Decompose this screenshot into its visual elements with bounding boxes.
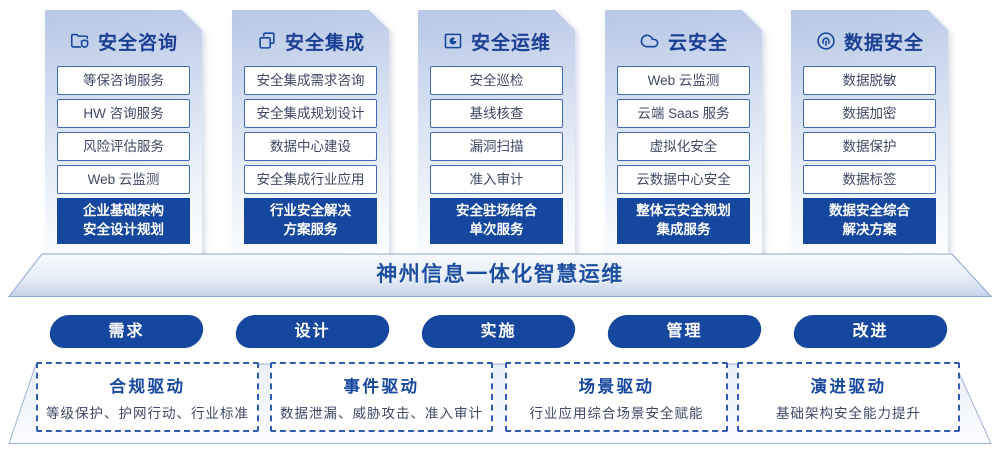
service-item: 风险评估服务: [57, 132, 190, 161]
driver-desc: 数据泄漏、威胁攻击、准入审计: [280, 406, 483, 421]
service-item: 云数据中心安全: [617, 165, 750, 194]
column-title: 安全运维: [470, 32, 551, 54]
pill-label: 需求: [108, 323, 145, 340]
column-highlight: 安全驻场结合 单次服务: [430, 198, 563, 244]
fingerprint-icon: [815, 30, 837, 52]
service-item: 漏洞扫描: [430, 132, 563, 161]
service-item: 安全集成行业应用: [244, 165, 377, 194]
service-item: 安全集成规划设计: [244, 99, 377, 128]
service-column-data-security: 数据安全 数据脱敏 数据加密 数据保护 数据标签 数据安全综合 解决方案: [791, 10, 948, 255]
highlight-line: 解决方案: [842, 221, 897, 237]
highlight-line: 单次服务: [469, 221, 524, 237]
column-highlight: 行业安全解决 方案服务: [244, 198, 377, 244]
highlight-line: 安全设计规划: [83, 221, 164, 237]
highlight-line: 方案服务: [283, 221, 338, 237]
service-column-security-integration: 安全集成 安全集成需求咨询 安全集成规划设计 数据中心建设 安全集成行业应用 行…: [232, 10, 389, 255]
service-item: HW 咨询服务: [57, 99, 190, 128]
driver-scenario: 场景驱动 行业应用综合场景安全赋能: [505, 362, 728, 432]
highlight-line: 数据安全综合: [829, 203, 910, 218]
driver-title: 事件驱动: [343, 378, 420, 396]
process-step-requirement: 需求: [47, 315, 206, 348]
cloud-icon: [639, 30, 661, 52]
driver-incident: 事件驱动 数据泄漏、威胁攻击、准入审计: [270, 362, 493, 432]
service-item: 安全集成需求咨询: [244, 66, 377, 95]
highlight-line: 整体云安全规划: [636, 203, 731, 218]
service-column-security-operations: 安全运维 安全巡检 基线核查 漏洞扫描 准入审计 安全驻场结合 单次服务: [418, 10, 575, 255]
service-item: 安全巡检: [430, 66, 563, 95]
driver-title: 演进驱动: [810, 378, 887, 396]
service-item: Web 云监测: [617, 66, 750, 95]
column-highlight: 整体云安全规划 集成服务: [617, 198, 750, 244]
highlight-line: 集成服务: [656, 221, 711, 237]
service-item: 数据标签: [803, 165, 936, 194]
service-item: 准入审计: [430, 165, 563, 194]
driver-desc: 基础架构安全能力提升: [776, 406, 921, 421]
process-step-management: 管理: [605, 315, 764, 348]
pill-label: 管理: [666, 323, 703, 340]
folder-clock-icon: [442, 30, 464, 52]
service-item: 等保咨询服务: [57, 66, 190, 95]
process-step-improvement: 改进: [791, 315, 950, 348]
pill-label: 实施: [480, 323, 517, 340]
pill-label: 设计: [294, 323, 331, 340]
banner-platform-shape: [7, 253, 993, 297]
column-header: 安全运维: [418, 10, 575, 55]
banner-title: 神州信息一体化智慧运维: [376, 263, 624, 286]
service-item: 云端 Saas 服务: [617, 99, 750, 128]
column-header: 安全集成: [232, 10, 389, 55]
process-step-design: 设计: [233, 315, 392, 348]
column-title: 安全咨询: [97, 32, 178, 54]
column-header: 云安全: [605, 10, 762, 55]
pill-label: 改进: [852, 323, 889, 340]
highlight-line: 行业安全解决: [270, 203, 351, 218]
service-item: 数据加密: [803, 99, 936, 128]
driver-compliance: 合规驱动 等级保护、护网行动、行业标准: [36, 362, 259, 432]
service-column-cloud-security: 云安全 Web 云监测 云端 Saas 服务 虚拟化安全 云数据中心安全 整体云…: [605, 10, 762, 255]
column-highlight: 企业基础架构 安全设计规划: [57, 198, 190, 244]
highlight-line: 企业基础架构: [83, 203, 164, 218]
column-header: 数据安全: [791, 10, 948, 55]
service-item: 虚拟化安全: [617, 132, 750, 161]
service-item: Web 云监测: [57, 165, 190, 194]
column-title: 数据安全: [843, 32, 924, 54]
driver-title: 场景驱动: [578, 378, 655, 396]
service-item: 数据中心建设: [244, 132, 377, 161]
copy-icon: [256, 30, 278, 52]
column-title: 安全集成: [284, 32, 365, 54]
service-item: 基线核查: [430, 99, 563, 128]
service-item: 数据脱敏: [803, 66, 936, 95]
highlight-line: 安全驻场结合: [456, 203, 537, 218]
driver-desc: 行业应用综合场景安全赋能: [529, 406, 704, 421]
folder-shield-icon: [69, 30, 91, 52]
driver-desc: 等级保护、护网行动、行业标准: [46, 406, 249, 421]
driver-title: 合规驱动: [109, 378, 186, 396]
service-column-security-consulting: 安全咨询 等保咨询服务 HW 咨询服务 风险评估服务 Web 云监测 企业基础架…: [45, 10, 202, 255]
service-item: 数据保护: [803, 132, 936, 161]
driver-evolution: 演进驱动 基础架构安全能力提升: [737, 362, 960, 432]
process-step-implementation: 实施: [419, 315, 578, 348]
column-highlight: 数据安全综合 解决方案: [803, 198, 936, 244]
column-title: 云安全: [667, 32, 728, 54]
column-header: 安全咨询: [45, 10, 202, 55]
